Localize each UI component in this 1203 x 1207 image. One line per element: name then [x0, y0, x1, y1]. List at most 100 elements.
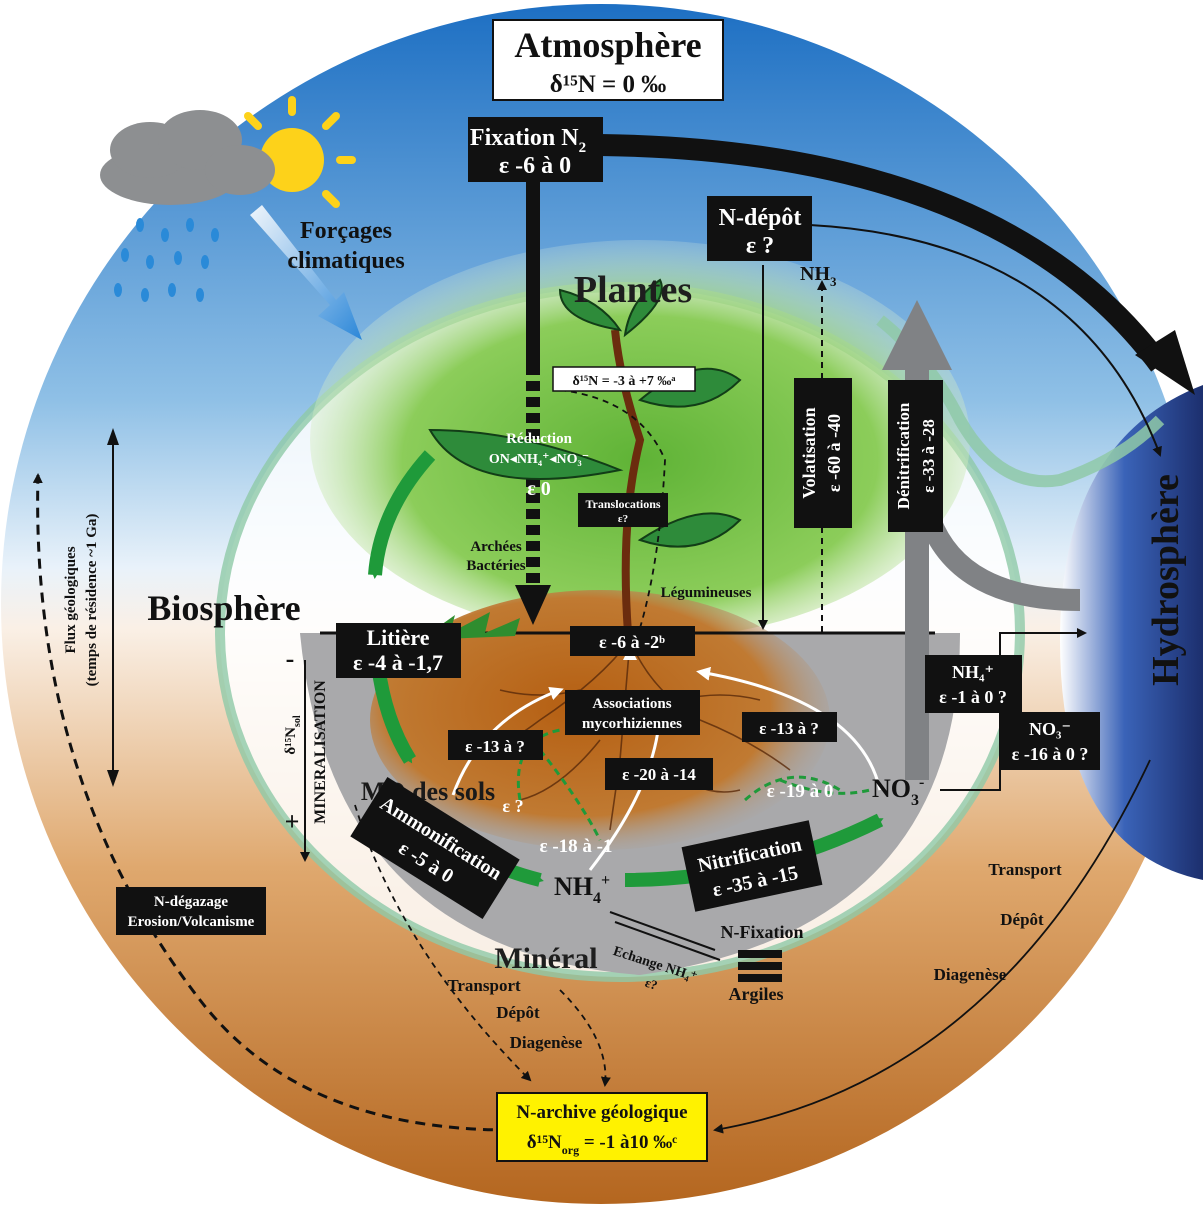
denitrification-title: Dénitrification [894, 402, 913, 509]
fixation-box [468, 117, 603, 182]
nh4-label: NH4+ [554, 872, 610, 907]
archees-line2: Bactéries [466, 558, 525, 574]
transport-left-l1: Transport [447, 976, 521, 995]
archive-title: N-archive géologique [516, 1102, 687, 1123]
archive-value: δ¹⁵Norg = -1 à10 ‰ᶜ [527, 1132, 677, 1157]
nitrification-box [681, 820, 823, 912]
litiere-eps: ε -4 à -1,7 [353, 650, 443, 675]
ndepot-arc [809, 224, 1162, 457]
mycorhiz-line2: mycorhiziennes [582, 716, 682, 732]
forcages-line2: climatiques [287, 248, 404, 274]
nh4-box [925, 655, 1022, 713]
volatisation-eps: ε -60 à -40 [824, 414, 844, 492]
eps-13-left: ε -13 à ? [465, 737, 525, 756]
mineralisation-plus: + [285, 807, 300, 836]
ndegazage-line1: N-dégazage [154, 894, 228, 910]
root-eps-box [570, 626, 695, 656]
fixation-head [515, 585, 551, 625]
cloud-icon [100, 110, 275, 205]
echange-line2: ε? [643, 975, 659, 993]
translocations-eps: ε? [618, 513, 628, 525]
mineralisation-title: MINERALISATION [312, 680, 329, 824]
mycorhiz-box [565, 690, 700, 735]
hydrosphere-label: Hydrosphère [1145, 474, 1187, 686]
fixation-arc [599, 134, 1169, 372]
flux-geo-line1: Flux géologiques [63, 546, 79, 653]
reduction-eps: ε 0 [527, 478, 551, 500]
ndepot-eps: ε ? [746, 233, 774, 259]
transport-left-l2: Dépôt [496, 1003, 540, 1022]
reduction-title: Réduction [506, 431, 572, 447]
translocations-box [578, 493, 668, 527]
plant-range: δ¹⁵N = -3 à +7 ‰ᵃ [573, 374, 676, 389]
nh4-box-title: NH₄⁺ [952, 662, 994, 682]
echange-arrows [609, 911, 721, 961]
reduction-chain: ON◂NH₄⁺◂NO₃⁻ [489, 452, 589, 467]
atmosphere-value: δ¹⁵N = 0 ‰ [550, 71, 667, 98]
denit-arrow [882, 300, 952, 780]
atmosphere-title: Atmosphère [514, 25, 701, 65]
denitrification-eps: ε -33 à -28 [919, 419, 938, 493]
no3-label: NO3- [872, 774, 924, 809]
ndegazage-box [116, 887, 266, 935]
transport-right-l2: Dépôt [1000, 910, 1044, 929]
eps-13-left-box [448, 730, 543, 760]
ammonification-box [350, 776, 520, 920]
transport-left-l3: Diagenèse [510, 1033, 583, 1052]
eps-20-box [605, 758, 713, 790]
denit-curve [919, 515, 1081, 611]
mineralisation-minus: - [286, 644, 295, 673]
plantes-label: Plantes [574, 269, 692, 311]
ndepot-box [707, 196, 812, 261]
biosphere-label: Biosphère [147, 588, 300, 628]
mycorhiz-line1: Associations [592, 696, 671, 712]
fixation-arc-head [1135, 330, 1195, 395]
atmosphere-box [492, 19, 724, 101]
litiere-title: Litière [366, 625, 429, 650]
degazage-path [32, 473, 511, 1132]
eps-q: ε ? [502, 796, 523, 816]
argiles-icon [738, 950, 782, 982]
transport-right-l3: Diagenèse [934, 965, 1007, 984]
nitrification-group: Nitrification ε -35 à -15 [681, 820, 823, 912]
forcage-arrow [250, 205, 362, 340]
root-eps: ε -6 à -2ᵇ [599, 632, 665, 652]
plant-dashed [559, 389, 666, 629]
mineral-archive-path [559, 989, 611, 1087]
hydro-archive-path [713, 759, 1151, 1134]
forcages-line1: Forçages [300, 218, 392, 244]
eps-18: ε -18 à -1 [539, 836, 612, 857]
no3-box [1000, 712, 1100, 770]
denitrification-box [888, 380, 943, 532]
litiere-box [336, 623, 461, 678]
rain-icon [114, 218, 219, 302]
ndepot-title: N-dépôt [719, 205, 802, 231]
nh4-box-eps: ε -1 à 0 ? [939, 687, 1007, 707]
fixation-title: Fixation N2 [470, 125, 586, 156]
flux-arrow-top [107, 428, 119, 445]
no3-box-eps: ε -16 à 0 ? [1012, 744, 1089, 764]
eps-13-right: ε -13 à ? [759, 719, 819, 738]
argiles-label: Argiles [729, 984, 784, 1004]
flux-geo-line2: (temps de résidence ~1 Ga) [84, 514, 100, 687]
legumineuses-label: Légumineuses [661, 585, 752, 601]
volatisation-title: Volatisation [799, 407, 819, 498]
archive-box [496, 1092, 708, 1162]
transport-right-l1: Transport [988, 860, 1062, 879]
eps-20: ε -20 à -14 [622, 765, 696, 784]
no3-box-title: NO₃⁻ [1029, 719, 1071, 739]
reduction-arrow [368, 450, 436, 579]
sun-icon [244, 96, 356, 208]
fixation-bar [526, 180, 540, 365]
flux-arrow-bottom [107, 770, 119, 787]
volatisation-box [794, 378, 852, 528]
translocations-title: Translocations [585, 497, 660, 511]
nh3-label: NH3 [800, 263, 837, 289]
eps-19: ε -19 à 0 [767, 781, 834, 802]
archees-line1: Archées [470, 539, 522, 555]
transport-left-path [354, 804, 532, 1082]
mineralisation-delta: δ¹⁵Nsol [283, 715, 303, 755]
nfixation-label: N-Fixation [721, 922, 804, 942]
plant-range-box [552, 366, 696, 392]
